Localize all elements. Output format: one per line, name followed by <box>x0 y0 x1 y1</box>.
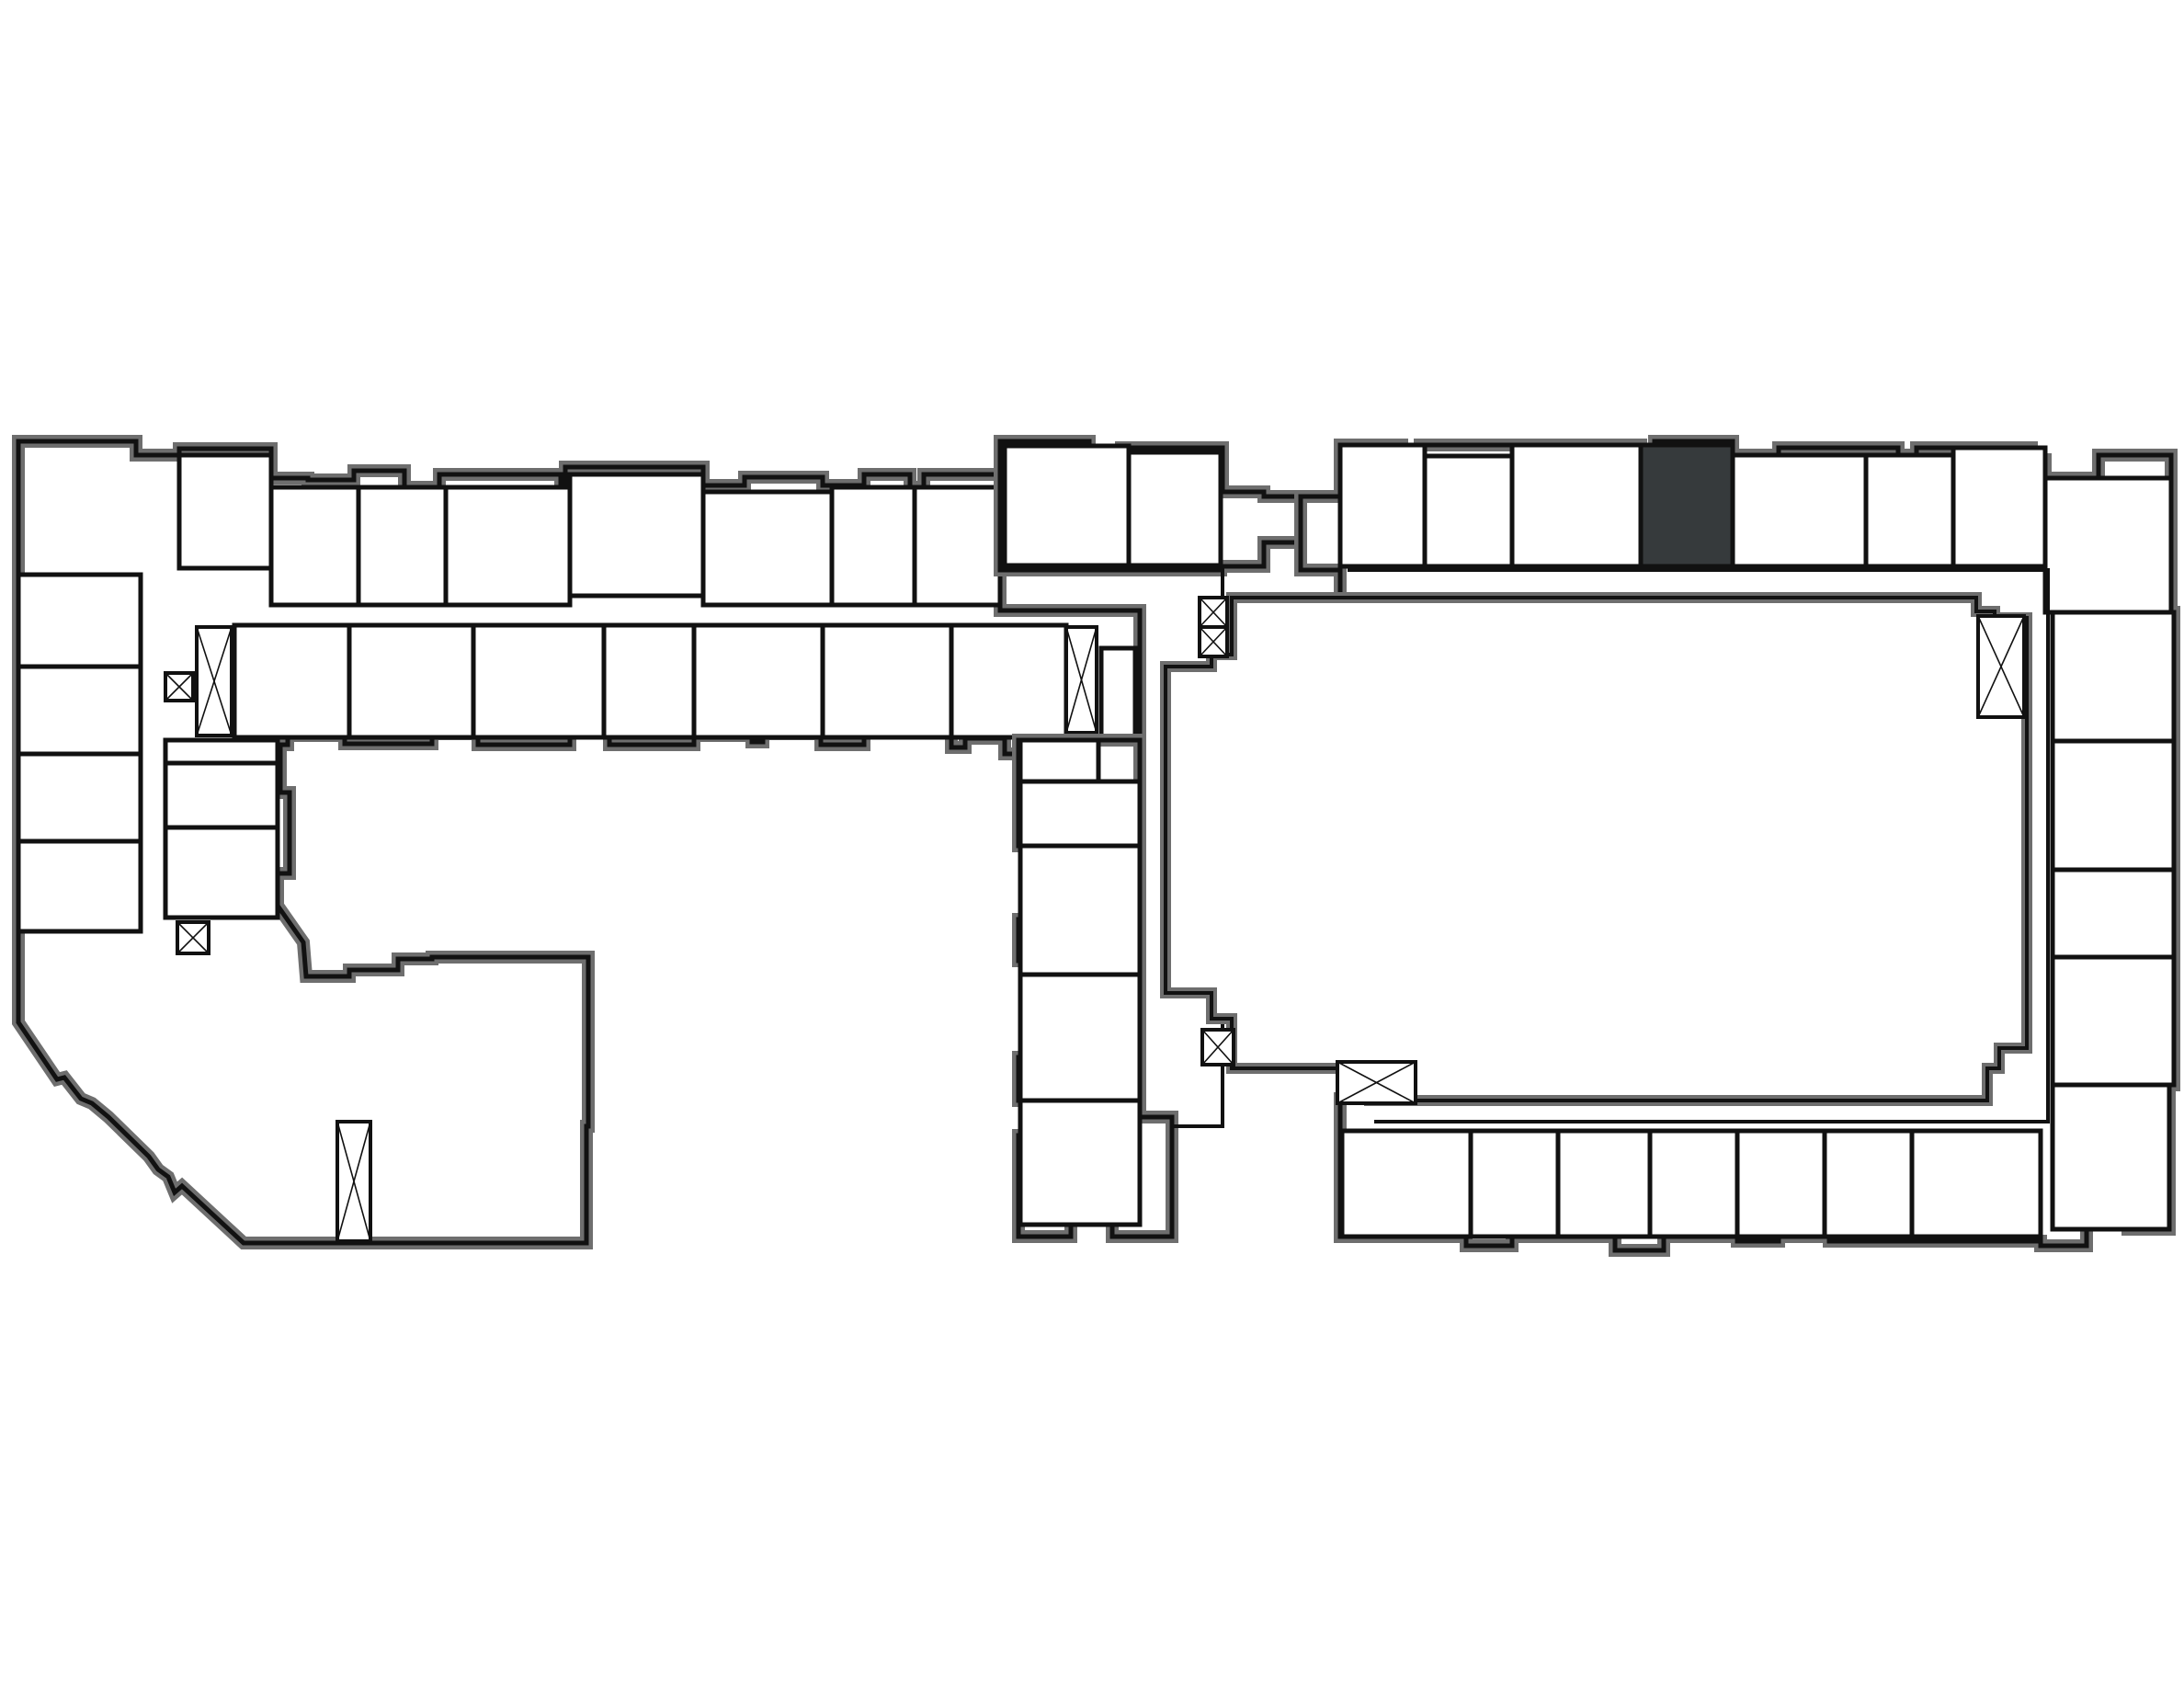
unit[interactable] <box>949 622 1069 740</box>
east-corridor-inner <box>1348 568 2050 1123</box>
unit[interactable] <box>268 485 361 608</box>
unit[interactable] <box>1422 453 1515 569</box>
unit[interactable] <box>163 737 280 766</box>
west-inner-units <box>163 622 1138 920</box>
unit[interactable] <box>820 622 954 740</box>
central-wing <box>994 435 1307 1243</box>
unit[interactable] <box>1002 443 1132 568</box>
east-wing <box>1160 435 2180 1257</box>
unit[interactable] <box>176 452 274 571</box>
unit[interactable] <box>1337 442 1428 569</box>
unit[interactable] <box>691 622 825 740</box>
unit[interactable] <box>16 664 143 757</box>
unit[interactable] <box>16 572 143 669</box>
unit[interactable] <box>1555 1128 1653 1239</box>
north-unit-east-4[interactable] <box>1638 442 1735 569</box>
west-north-units <box>176 452 1003 608</box>
unit[interactable] <box>1647 1128 1740 1239</box>
unit[interactable] <box>1909 1128 2043 1239</box>
west-side-units <box>16 572 143 934</box>
unit[interactable] <box>1822 1128 1915 1239</box>
unit[interactable] <box>163 760 280 830</box>
unit[interactable] <box>2050 610 2177 744</box>
unit[interactable] <box>1951 445 2048 569</box>
elevator-shaft <box>164 671 195 702</box>
unit[interactable] <box>471 622 607 740</box>
unit[interactable] <box>1730 452 1869 569</box>
unit[interactable] <box>1339 1128 1473 1239</box>
unit[interactable] <box>1018 779 1143 849</box>
elevator-shaft <box>1198 596 1229 629</box>
unit[interactable] <box>1509 442 1644 569</box>
unit[interactable] <box>16 838 143 934</box>
unit[interactable] <box>232 622 352 740</box>
stair-shaft <box>195 625 233 737</box>
elevator-shaft <box>1200 1028 1235 1066</box>
unit[interactable] <box>829 485 917 608</box>
unit[interactable] <box>2042 475 2174 615</box>
east-side-units <box>2050 610 2177 1232</box>
unit[interactable] <box>1018 972 1143 1103</box>
west-shafts <box>164 625 1098 1243</box>
elevator-shaft <box>176 920 210 955</box>
unit[interactable] <box>1018 737 1101 784</box>
unit[interactable] <box>163 825 280 920</box>
unit[interactable] <box>16 751 143 844</box>
stair-shaft <box>1064 625 1098 735</box>
elevator-shaft <box>1198 625 1229 658</box>
unit[interactable] <box>567 472 706 599</box>
unit[interactable] <box>1126 450 1223 568</box>
west-wing <box>12 435 1146 1249</box>
east-shafts <box>1198 596 2026 1105</box>
unit[interactable] <box>601 622 697 740</box>
unit[interactable] <box>1018 843 1143 977</box>
unit[interactable] <box>1863 452 1956 569</box>
unit[interactable] <box>2050 867 2177 960</box>
unit[interactable] <box>356 485 449 608</box>
unit[interactable] <box>443 485 573 608</box>
west-wing-wall <box>16 439 1143 1246</box>
unit[interactable] <box>1735 1128 1827 1239</box>
stair-shaft <box>1976 614 2026 719</box>
unit[interactable] <box>912 485 1003 608</box>
east-north-units <box>1337 442 2174 615</box>
unit[interactable] <box>700 489 835 608</box>
unit[interactable] <box>1018 1098 1143 1227</box>
stair-shaft <box>336 1120 372 1243</box>
unit[interactable] <box>347 622 476 740</box>
unit[interactable] <box>1468 1128 1561 1239</box>
east-south-units <box>1339 1128 2043 1239</box>
unit[interactable] <box>2050 1082 2172 1232</box>
stair-shaft <box>1336 1060 1417 1105</box>
east-courtyard <box>1160 592 2032 1106</box>
unit[interactable] <box>2050 954 2177 1088</box>
unit[interactable] <box>2050 738 2177 873</box>
